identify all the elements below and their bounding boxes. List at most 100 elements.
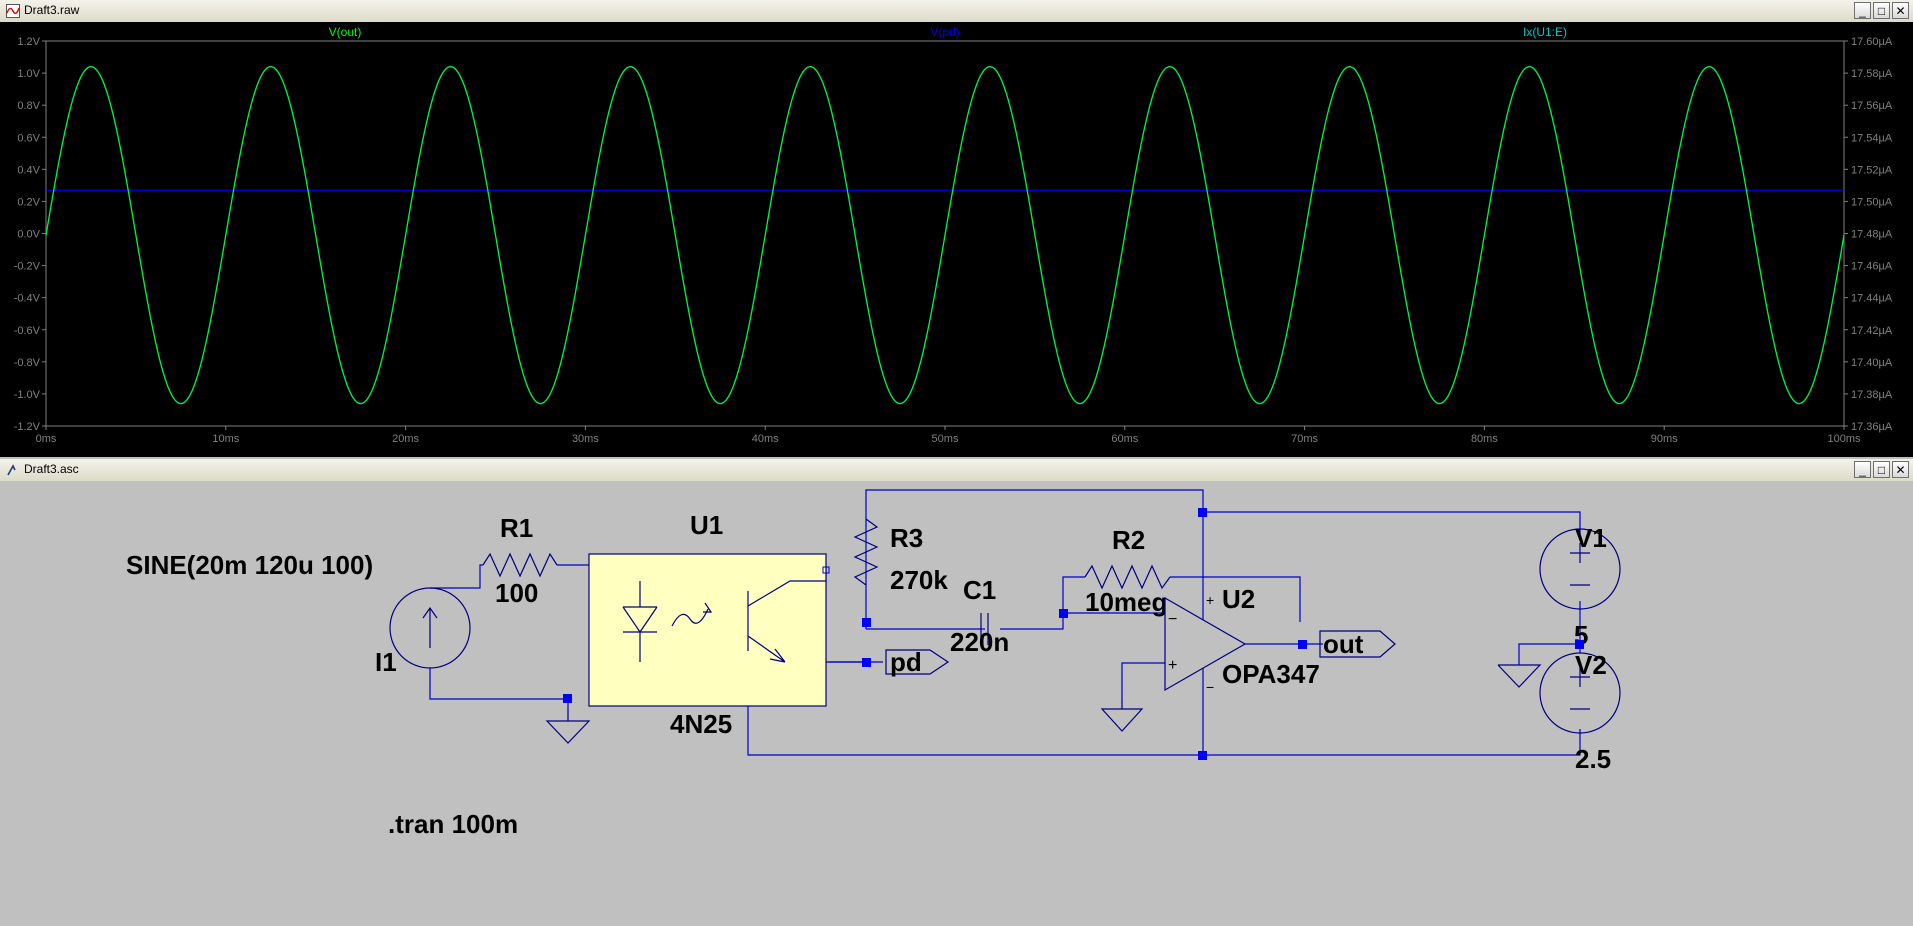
ground-symbol[interactable]	[545, 709, 591, 744]
voltage-source-v2[interactable]	[1539, 652, 1621, 734]
y2-tick-label: 17.46µA	[1851, 261, 1893, 273]
schematic-icon	[7, 464, 16, 476]
resistor-r3[interactable]	[853, 518, 879, 586]
close-button[interactable]: ✕	[1892, 2, 1909, 19]
y-tick-label: 1.2V	[17, 36, 40, 48]
x-tick-label: 60ms	[1111, 433, 1138, 445]
v2-label[interactable]: V2	[1575, 650, 1607, 680]
y-tick-label: -0.4V	[14, 293, 41, 305]
minimize-button[interactable]: _	[1854, 2, 1871, 19]
opamp-inverting-mark: −	[1168, 611, 1177, 628]
u1-label[interactable]: U1	[690, 510, 723, 540]
x-tick-label: 90ms	[1651, 433, 1678, 445]
y2-tick-label: 17.50µA	[1851, 196, 1893, 208]
y2-tick-label: 17.52µA	[1851, 164, 1893, 176]
y-tick-label: -0.2V	[14, 261, 41, 273]
r3-value-label[interactable]: 270k	[890, 565, 948, 595]
y2-tick-label: 17.42µA	[1851, 325, 1893, 337]
y-tick-label: -0.6V	[14, 325, 41, 337]
y-tick-label: 0.4V	[17, 164, 40, 176]
pin-marker	[822, 566, 830, 574]
waveform-titlebar[interactable]: Draft3.raw _ □ ✕	[0, 0, 1913, 23]
wire[interactable]	[1121, 662, 1165, 698]
y2-tick-label: 17.56µA	[1851, 100, 1893, 112]
opamp-noninverting-mark: +	[1168, 657, 1177, 674]
junction-node	[1059, 609, 1068, 618]
ground-symbol[interactable]	[1497, 664, 1542, 688]
c1-value-label[interactable]: 220n	[950, 627, 1009, 657]
resistor-r2[interactable]	[1084, 564, 1171, 590]
spice-directive[interactable]: .tran 100m	[388, 809, 518, 839]
close-button[interactable]: ✕	[1892, 461, 1909, 478]
opamp-supply-minus-mark: −	[1206, 679, 1214, 695]
voltage-source-v1[interactable]	[1539, 528, 1621, 610]
x-tick-label: 40ms	[752, 433, 779, 445]
trace-label[interactable]: Ix(U1:E)	[1523, 25, 1567, 39]
net-label-out-flag[interactable]	[1319, 630, 1396, 658]
r1-value-label[interactable]: 100	[495, 578, 538, 608]
x-tick-label: 20ms	[392, 433, 419, 445]
wire[interactable]	[1203, 511, 1581, 537]
wire[interactable]	[1062, 576, 1085, 613]
u2-label[interactable]: U2	[1222, 584, 1255, 614]
wire[interactable]	[1518, 643, 1580, 665]
opamp-u2[interactable]	[1164, 596, 1247, 692]
y2-tick-label: 17.60µA	[1851, 36, 1893, 48]
junction-nodes	[563, 508, 1584, 760]
source-spec-label[interactable]: SINE(20m 120u 100)	[126, 550, 373, 580]
minimize-button[interactable]: _	[1854, 461, 1871, 478]
schematic-drawing[interactable]: SINE(20m 120u 100) I1 R1 100 U1 4N25 R3 …	[0, 481, 1913, 921]
u2-part-label[interactable]: OPA347	[1222, 659, 1320, 689]
wire[interactable]	[747, 671, 1581, 756]
schematic-canvas[interactable]: SINE(20m 120u 100) I1 R1 100 U1 4N25 R3 …	[0, 481, 1913, 921]
y-tick-label: -1.2V	[14, 421, 41, 433]
r1-label[interactable]: R1	[500, 513, 533, 543]
wire[interactable]	[1170, 576, 1301, 622]
ground-symbol[interactable]	[1100, 698, 1144, 732]
waveform-plot[interactable]: V(out)V(pd)Ix(U1:E) 1.2V1.0V0.8V0.6V0.4V…	[0, 22, 1913, 457]
schematic-titlebar[interactable]: Draft3.asc _ □ ✕	[0, 459, 1913, 482]
trace-v-out[interactable]	[45, 66, 1845, 405]
x-tick-label: 50ms	[932, 433, 959, 445]
x-tick-label: 80ms	[1471, 433, 1498, 445]
y2-tick-label: 17.36µA	[1851, 421, 1893, 433]
junction-node	[1298, 640, 1307, 649]
y2-tick-label: 17.40µA	[1851, 357, 1893, 369]
maximize-button[interactable]: □	[1873, 461, 1890, 478]
i1-label[interactable]: I1	[375, 647, 397, 677]
y2-tick-label: 17.54µA	[1851, 132, 1893, 144]
r2-label[interactable]: R2	[1112, 525, 1145, 555]
c1-label[interactable]: C1	[963, 575, 996, 605]
r2-value-label[interactable]: 10meg	[1085, 587, 1167, 617]
wire[interactable]	[429, 668, 568, 700]
trace-label[interactable]: V(pd)	[930, 25, 959, 39]
maximize-button[interactable]: □	[1873, 2, 1890, 19]
waveform-icon	[6, 4, 20, 18]
y2-tick-label: 17.48µA	[1851, 229, 1893, 241]
x-tick-label: 10ms	[212, 433, 239, 445]
junction-node	[862, 658, 871, 667]
optocoupler-u1[interactable]	[588, 553, 827, 707]
junction-node	[1198, 751, 1207, 760]
net-label-pd[interactable]: pd	[890, 647, 922, 677]
y-tick-label: 0.6V	[17, 132, 40, 144]
wire[interactable]	[1000, 613, 1064, 630]
u1-part-label[interactable]: 4N25	[670, 709, 732, 739]
x-tick-label: 70ms	[1291, 433, 1318, 445]
schematic-window-title: Draft3.asc	[24, 462, 79, 476]
y2-tick-label: 17.44µA	[1851, 293, 1893, 305]
net-label-out[interactable]: out	[1323, 629, 1364, 659]
capacitor-c1[interactable]	[980, 613, 989, 645]
schematic-window: Draft3.asc _ □ ✕	[0, 459, 1913, 921]
v2-value-label[interactable]: 2.5	[1575, 744, 1611, 774]
resistor-r1[interactable]	[482, 552, 558, 578]
y-tick-label: -1.0V	[14, 389, 41, 401]
y-tick-label: 1.0V	[17, 68, 40, 80]
trace-label[interactable]: V(out)	[329, 25, 362, 39]
wire[interactable]	[430, 564, 483, 589]
current-source-i1[interactable]	[389, 587, 471, 669]
v1-label[interactable]: V1	[1575, 523, 1607, 553]
r3-label[interactable]: R3	[890, 523, 923, 553]
net-label-pd-flag[interactable]	[885, 649, 950, 675]
